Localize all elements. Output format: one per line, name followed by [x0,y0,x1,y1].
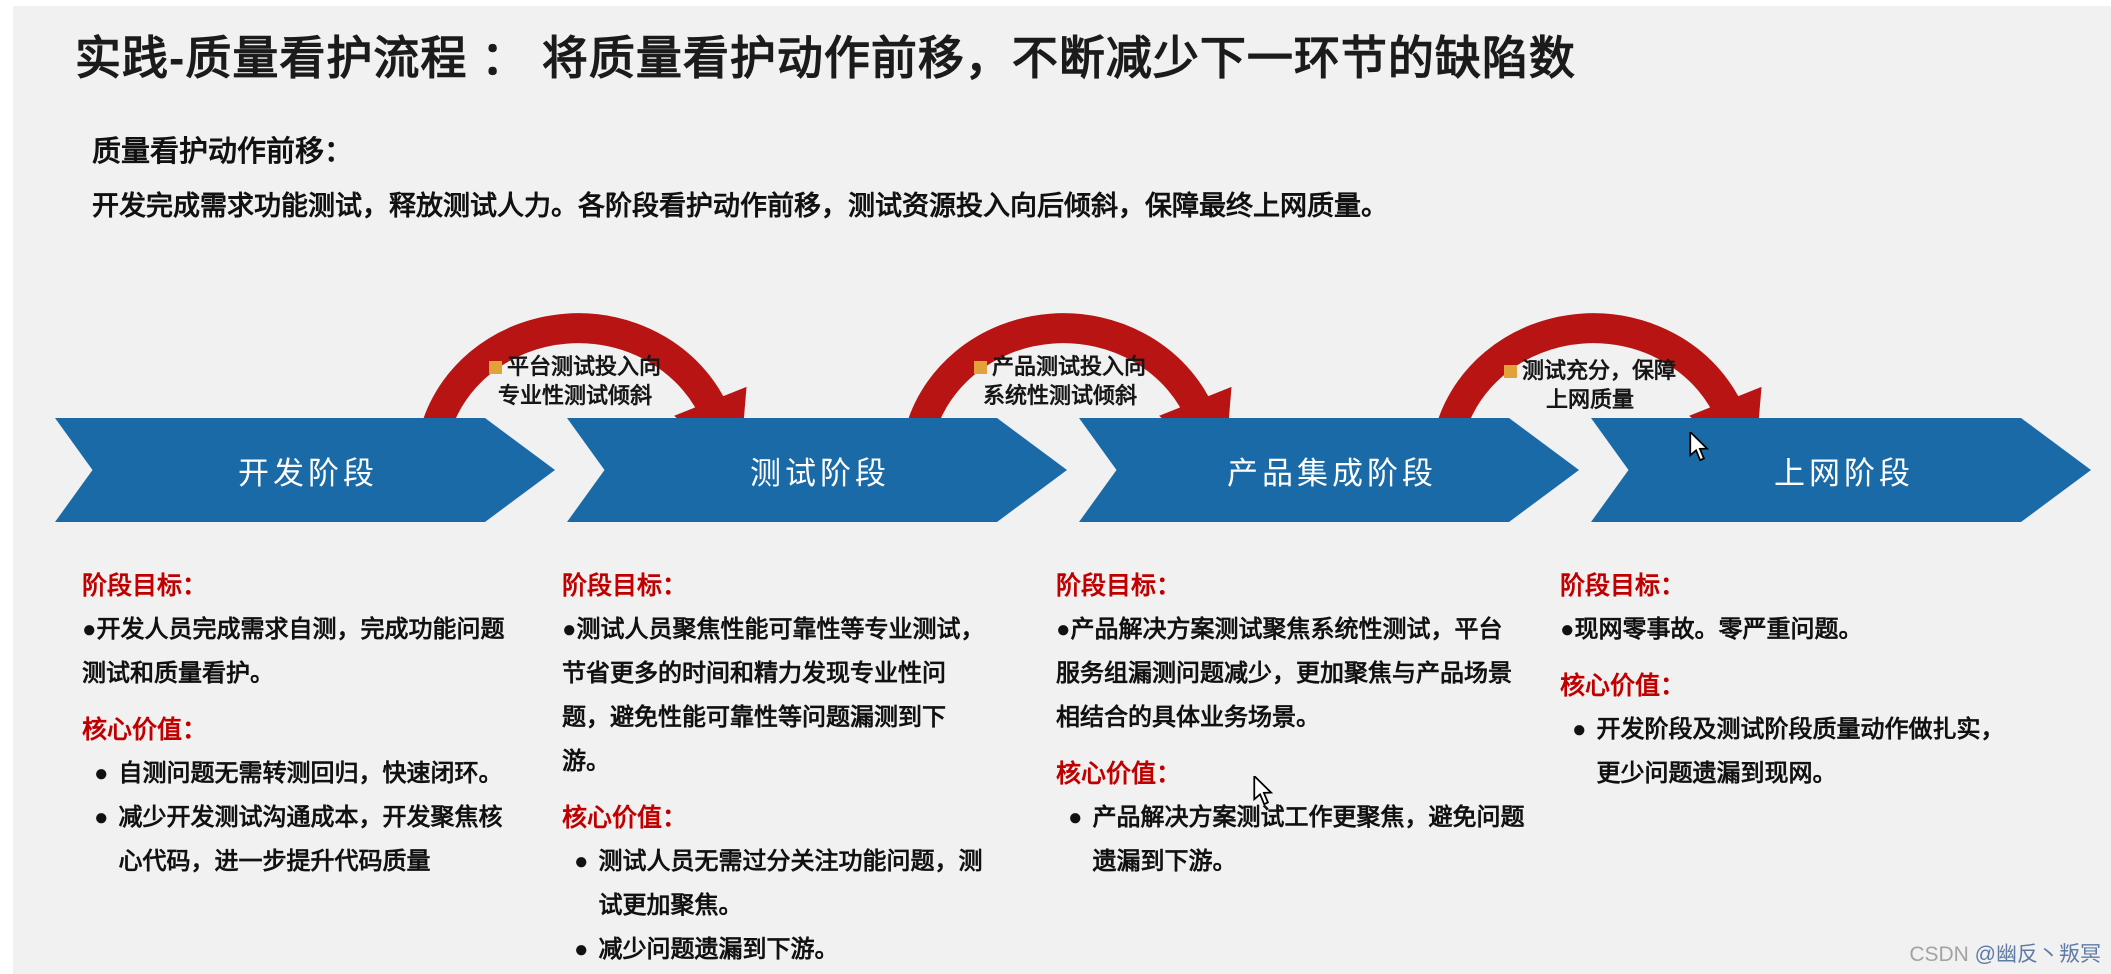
value-text: 开发阶段及测试阶段质量动作做扎实，更少问题遗漏到现网。 [1596,716,2005,787]
mouse-cursor [1253,776,1274,806]
value-text: 测试人员无需过分关注功能问题，测试更加聚焦。 [598,848,983,919]
goal-text: ●产品解决方案测试聚焦系统性测试，平台服务组漏测问题减少，更加聚焦与产品场景相结… [1056,608,1526,740]
transition-arrow-1 [418,313,747,447]
value-heading: 核心价值： [1056,760,1182,788]
csdn-watermark: CSDN @幽反丶叛冥 [1909,938,2101,968]
goal-text: ●现网零事故。零严重问题。 [1560,608,2020,652]
bullet-icon: ● [1056,616,1071,643]
intro-body: 开发完成需求功能测试，释放测试人力。各阶段看护动作前移，测试资源投入向后倾斜，保… [92,191,1388,221]
stage-label: 测试阶段 [750,455,890,492]
stage-arrow-test: 测试阶段 [567,418,1067,522]
value-text: 减少问题遗漏到下游。 [598,936,839,963]
goal-text: ●开发人员完成需求自测，完成功能问题测试和质量看护。 [82,608,522,696]
stage-label: 产品集成阶段 [1227,455,1437,492]
transition-text: 产品测试投入向 [991,354,1146,379]
value-item: ● 产品解决方案测试工作更聚焦，避免问题遗漏到下游。 [1056,796,1526,884]
value-text: 产品解决方案测试工作更聚焦，避免问题遗漏到下游。 [1092,804,1525,875]
page-title: 实践-质量看护流程 ： 将质量看护动作前移，不断减少下一环节的缺陷数 [75,32,1576,84]
transition-label-3: 测试充分，保障 上网质量 [1470,356,1710,414]
stage-column-integration: 阶段目标： ●产品解决方案测试聚焦系统性测试，平台服务组漏测问题减少，更加聚焦与… [1056,552,1526,884]
orange-square-icon [973,361,987,374]
intro-heading: 质量看护动作前移： [92,136,354,168]
value-text: 自测问题无需转测回归，快速闭环。 [118,760,503,787]
stage-arrow-online: 上网阶段 [1591,418,2091,522]
transition-arrow-2 [903,313,1232,447]
bullet-icon: ● [94,804,109,831]
value-heading: 核心价值： [1560,672,1686,700]
value-item: ● 测试人员无需过分关注功能问题，测试更加聚焦。 [562,840,992,928]
value-heading: 核心价值： [82,716,208,744]
stage-arrow-integration: 产品集成阶段 [1079,418,1579,522]
bullet-icon: ● [1560,616,1575,643]
bullet-icon: ● [574,848,589,875]
transition-label-line1: 测试充分，保障 [1470,356,1710,385]
stage-arrow-dev: 开发阶段 [55,418,555,522]
value-item: ● 自测问题无需转测回归，快速闭环。 [82,752,522,796]
transition-label-line1: 平台测试投入向 [450,352,700,381]
stage-column-test: 阶段目标： ●测试人员聚焦性能可靠性等专业测试，节省更多的时间和精力发现专业性问… [562,552,992,972]
bullet-icon: ● [82,616,97,643]
stage-column-dev: 阶段目标： ●开发人员完成需求自测，完成功能问题测试和质量看护。 核心价值： ●… [82,552,522,884]
stage-column-online: 阶段目标： ●现网零事故。零严重问题。 核心价值： ● 开发阶段及测试阶段质量动… [1560,552,2020,796]
bullet-icon: ● [1572,716,1587,743]
value-item: ● 减少开发测试沟通成本，开发聚焦核心代码，进一步提升代码质量 [82,796,522,884]
watermark-brand: CSDN [1909,943,1975,966]
value-heading: 核心价值： [562,804,688,832]
value-item: ● 开发阶段及测试阶段质量动作做扎实，更少问题遗漏到现网。 [1560,708,2020,796]
goal-text-body: 开发人员完成需求自测，完成功能问题测试和质量看护。 [82,616,505,687]
slide-top-margin [0,0,2111,6]
goal-text: ●测试人员聚焦性能可靠性等专业测试，节省更多的时间和精力发现专业性问题，避免性能… [562,608,992,784]
goal-text-body: 测试人员聚焦性能可靠性等专业测试，节省更多的时间和精力发现专业性问题，避免性能可… [562,616,985,775]
transition-label-line2: 专业性测试倾斜 [497,383,652,408]
orange-square-icon [488,361,502,374]
transition-label-line2: 系统性测试倾斜 [982,383,1137,408]
transition-label-line2: 上网质量 [1545,387,1634,412]
value-text: 减少开发测试沟通成本，开发聚焦核心代码，进一步提升代码质量 [118,804,503,875]
transition-text: 平台测试投入向 [506,354,661,379]
value-item: ● 减少问题遗漏到下游。 [562,928,992,972]
bullet-icon: ● [574,936,589,963]
goal-heading: 阶段目标： [1560,572,1686,600]
bullet-icon: ● [562,616,577,643]
slide-left-margin [0,0,13,974]
goal-heading: 阶段目标： [1056,572,1182,600]
transition-text: 测试充分，保障 [1521,358,1676,383]
transition-label-1: 平台测试投入向 专业性测试倾斜 [450,352,700,410]
transition-label-2: 产品测试投入向 系统性测试倾斜 [935,352,1185,410]
goal-heading: 阶段目标： [82,572,208,600]
orange-square-icon [1503,365,1517,378]
stage-label: 上网阶段 [1774,455,1914,492]
stage-label: 开发阶段 [238,455,378,492]
bullet-icon: ● [1068,804,1083,831]
transition-arrow-3 [1433,313,1762,447]
goal-heading: 阶段目标： [562,572,688,600]
goal-text-body: 产品解决方案测试聚焦系统性测试，平台服务组漏测问题减少，更加聚焦与产品场景相结合… [1056,616,1512,731]
goal-text-body: 现网零事故。零严重问题。 [1574,616,1863,643]
watermark-handle: @幽反丶叛冥 [1974,943,2101,966]
mouse-cursor [1689,432,1710,462]
transition-label-line1: 产品测试投入向 [935,352,1185,381]
bullet-icon: ● [94,760,109,787]
